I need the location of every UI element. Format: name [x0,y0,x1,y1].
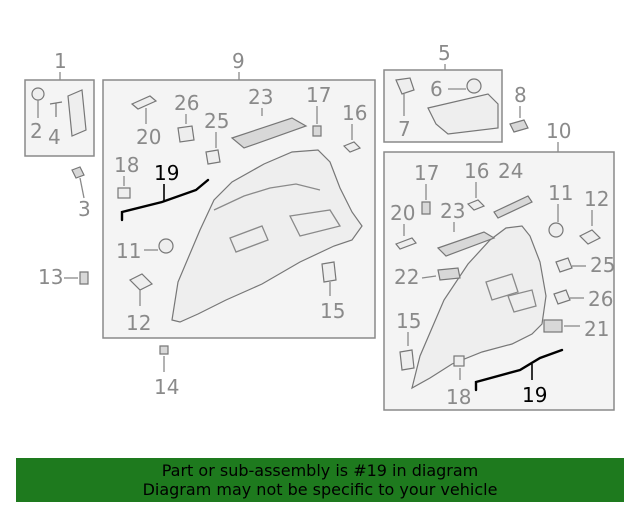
part-3: 3 [71,166,91,221]
part-23-left [230,117,308,149]
callout-b9-20: 20 [136,125,161,149]
panel-part-1 [67,89,87,137]
screw-part-17-right [421,201,431,215]
callout-b9-15: 15 [320,299,345,323]
clip-part-2 [31,87,45,101]
bolt-part-8 [509,119,529,133]
trim-part-5 [427,93,499,135]
clip-part-14 [159,345,169,355]
part-12-left [128,273,154,291]
callout-1: 1 [54,49,67,73]
callout-7: 7 [398,117,411,141]
part-15-left [321,261,337,283]
callout-b10-25: 25 [590,253,615,277]
part-8: 8 [509,83,529,133]
callout-b10-20: 20 [390,201,415,225]
screw-part-3 [71,166,85,179]
group-10: 10 17 16 24 20 23 11 12 22 25 26 [383,119,615,411]
screw-part-13 [79,271,89,285]
callout-b10-24: 24 [498,159,523,183]
callout-b9-25: 25 [204,109,229,133]
part-25-left [205,149,221,165]
part-14: 14 [154,345,179,399]
callout-b10-17: 17 [414,161,439,185]
banner-line-1: Part or sub-assembly is #19 in diagram [161,461,479,480]
callout-b9-26: 26 [174,91,199,115]
part-13: 13 [38,265,89,289]
part-22-right [437,267,461,281]
wire-harness-19-right[interactable] [474,348,564,392]
clip-part-16-right [466,199,486,211]
callout-b10-12: 12 [584,187,609,211]
callout-8: 8 [514,83,527,107]
callout-9: 9 [232,49,245,73]
callout-13: 13 [38,265,63,289]
callout-6: 6 [430,77,443,101]
group-9: 9 20 26 23 25 17 16 18 19 11 [102,49,376,339]
wire-harness-19-left[interactable] [120,178,210,222]
part-20-right [395,237,417,250]
callout-b10-18: 18 [446,385,471,409]
part-24-right [493,195,533,219]
callout-b10-19: 19 [522,383,547,407]
parts-diagram: 1 2 4 3 5 7 6 8 9 [24,41,615,411]
part-26-left [177,125,195,143]
group-1: 1 2 4 [24,49,95,157]
part-18-right [453,355,465,367]
part-23-right [436,231,496,257]
part-12-right [578,229,602,245]
part-18-left [117,187,131,199]
callout-10: 10 [546,119,571,143]
callout-b9-16: 16 [342,101,367,125]
bracket-part-7 [395,77,415,95]
callout-14: 14 [154,375,179,399]
group-5: 5 7 6 [383,41,503,143]
callout-b10-22: 22 [394,265,419,289]
callout-b9-19: 19 [154,161,179,185]
callout-b9-17: 17 [306,83,331,107]
callout-b10-21: 21 [584,317,609,341]
callout-4: 4 [48,125,61,149]
part-25-right [555,257,573,273]
part-15-right [399,349,415,371]
part-20-left [130,95,158,110]
callout-b9-11: 11 [116,239,141,263]
part-21-right [543,319,563,333]
quarter-trim-panel-left [171,149,363,323]
callout-b10-26: 26 [588,287,613,311]
clip-part-11-left [158,238,174,254]
clip-part-6 [466,78,482,94]
callout-3: 3 [78,197,91,221]
callout-5: 5 [438,41,451,65]
banner-line-2: Diagram may not be specific to your vehi… [142,480,498,499]
callout-b10-23: 23 [440,199,465,223]
screw-part-17-left [312,125,322,137]
callout-b9-23: 23 [248,85,273,109]
part-26-right [553,289,571,305]
info-banner: Part or sub-assembly is #19 in diagram D… [16,458,624,502]
clip-part-4 [49,101,63,117]
callout-b9-18: 18 [114,153,139,177]
callout-b10-15: 15 [396,309,421,333]
callout-b9-12: 12 [126,311,151,335]
callout-b10-11: 11 [548,181,573,205]
callout-b10-16: 16 [464,159,489,183]
callout-2: 2 [30,119,43,143]
clip-part-16-left [342,141,362,153]
clip-part-11-right [548,222,564,238]
